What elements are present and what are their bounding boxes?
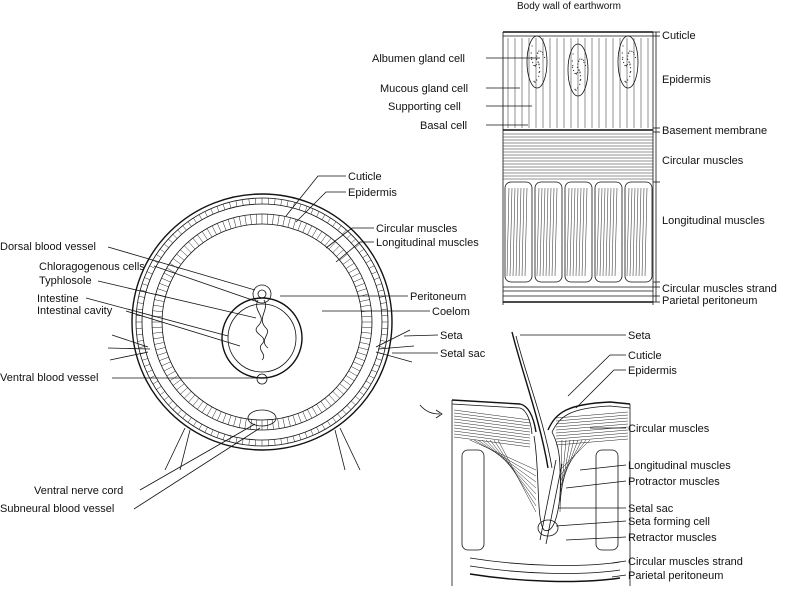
bw-circular-muscles-strand-label: Circular muscles strand [662,283,777,295]
sd-parietal-peritoneum-label: Parietal peritoneum [628,570,723,582]
bw-circular-muscles-label: Circular muscles [662,155,744,167]
cs-setal-sac-label: Setal sac [440,348,486,360]
supporting-cell-label: Supporting cell [388,101,461,113]
albumen-gland-cell-label: Albumen gland cell [372,53,465,65]
ventral-blood-vessel-label: Ventral blood vessel [0,372,98,384]
seta-detail-labels: Seta Cuticle Epidermis Circular muscles … [520,330,743,582]
cs-longitudinal-muscles-label: Longitudinal muscles [376,237,479,249]
sd-setal-sac-label: Setal sac [628,503,674,515]
mucous-gland-cell-label: Mucous gland cell [380,83,468,95]
cross-section-left-labels: Dorsal blood vessel Chloragogenous cells… [0,241,260,515]
body-wall-title: Body wall of earthworm [517,1,621,12]
sd-circular-muscles-strand-label: Circular muscles strand [628,556,743,568]
cs-seta-label: Seta [440,330,464,342]
cs-coelom-label: Coelom [432,306,470,318]
sd-seta-label: Seta [628,330,652,342]
sd-retractor-muscles-label: Retractor muscles [628,532,717,544]
bw-parietal-peritoneum-label: Parietal peritoneum [662,295,757,307]
intestine-label: Intestine [37,293,79,305]
cs-cuticle-label: Cuticle [348,171,382,183]
cross-section-right-labels: Cuticle Epidermis Circular muscles Longi… [280,171,486,360]
intestinal-cavity-label: Intestinal cavity [37,305,113,317]
bw-basement-membrane-label: Basement membrane [662,125,767,137]
sd-epidermis-label: Epidermis [628,365,677,377]
seta-detail-illustration [452,332,630,586]
chloragogenous-cells-label: Chloragogenous cells [39,261,145,273]
sd-longitudinal-muscles-label: Longitudinal muscles [628,460,731,472]
bw-epidermis-label: Epidermis [662,74,711,86]
body-wall-right-labels: Cuticle Epidermis Basement membrane Circ… [662,30,777,307]
dorsal-blood-vessel-label: Dorsal blood vessel [0,241,96,253]
typhlosole-label: Typhlosole [39,275,92,287]
bw-longitudinal-muscles-label: Longitudinal muscles [662,215,765,227]
cs-epidermis-label: Epidermis [348,187,397,199]
cs-peritoneum-label: Peritoneum [410,291,466,303]
basal-cell-label: Basal cell [420,120,467,132]
sd-protractor-muscles-label: Protractor muscles [628,476,720,488]
cs-circular-muscles-label: Circular muscles [376,223,458,235]
ventral-nerve-cord-label: Ventral nerve cord [34,485,123,497]
bw-cuticle-label: Cuticle [662,30,696,42]
cross-section-illustration [108,194,442,470]
body-wall-illustration [503,32,660,305]
subneural-blood-vessel-label: Subneural blood vessel [0,503,114,515]
sd-circular-muscles-label: Circular muscles [628,423,710,435]
sd-cuticle-label: Cuticle [628,350,662,362]
sd-seta-forming-cell-label: Seta forming cell [628,516,710,528]
